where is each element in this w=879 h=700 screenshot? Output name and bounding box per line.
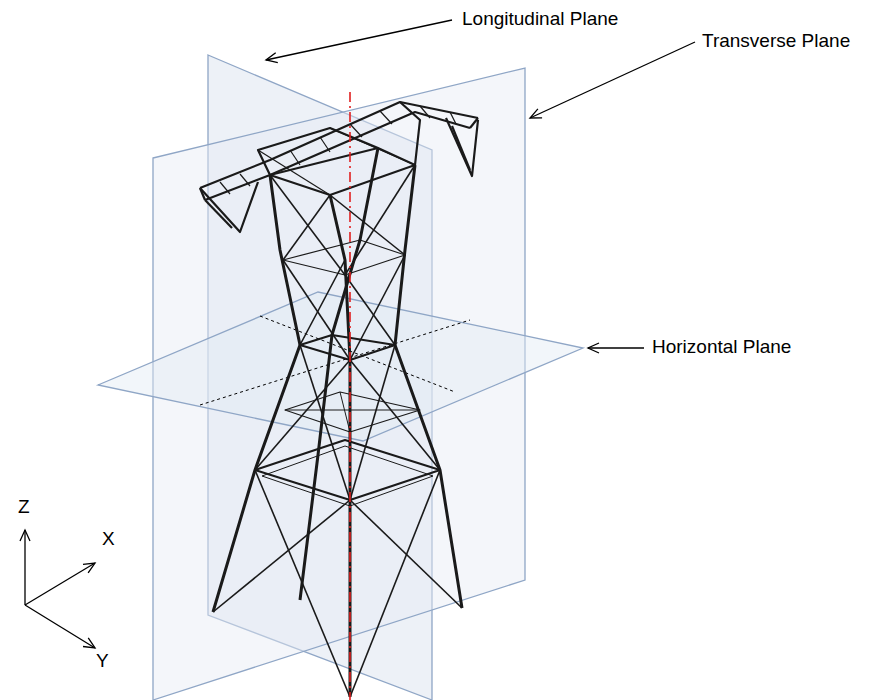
leader-arrows [266,20,695,348]
axis-label: Z [18,496,30,519]
horizontal-plane [98,292,583,441]
plane-label: Longitudinal Plane [462,8,618,31]
centre-line [349,92,351,700]
plane-label: Horizontal Plane [652,336,791,359]
axis-label: X [102,528,115,551]
coordinate-axes [25,530,95,648]
transmission-tower [200,102,478,697]
plane-label: Transverse Plane [702,30,850,53]
axis-label: Y [96,650,109,673]
